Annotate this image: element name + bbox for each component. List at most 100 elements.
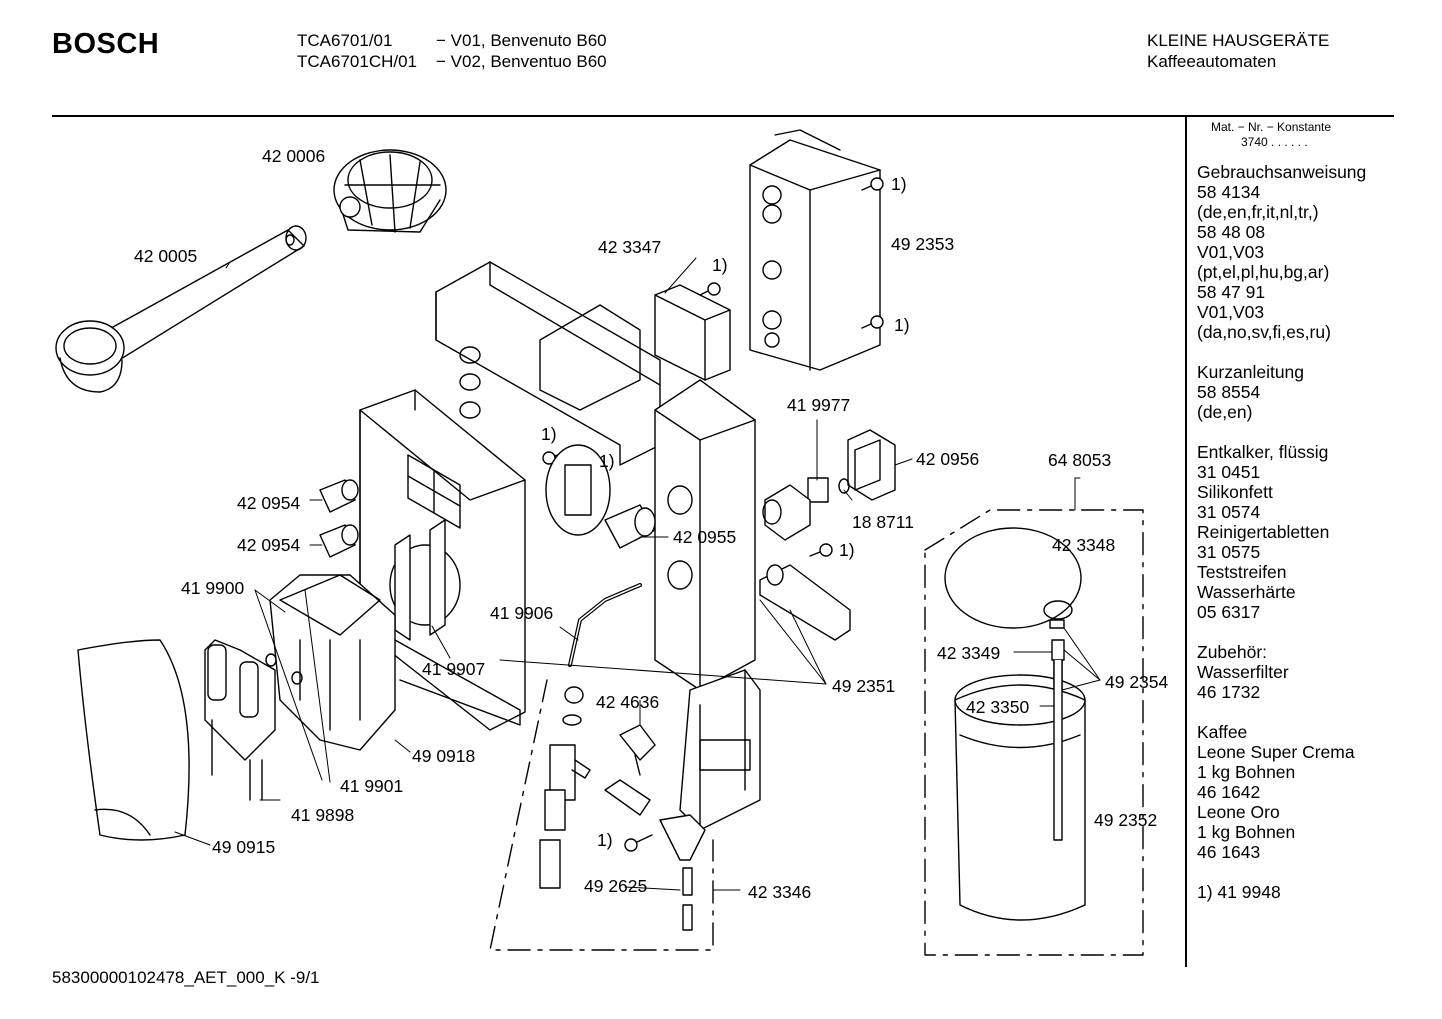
back-tank-housing	[679, 669, 761, 831]
sidebar-line: V01,V03	[1197, 302, 1265, 322]
nozzle-parts	[539, 686, 706, 931]
bean-container	[77, 639, 190, 841]
sidebar-line: (da,no,sv,fi,es,ru)	[1197, 322, 1331, 342]
bracket	[759, 564, 851, 641]
label-648053: 64 8053	[1048, 450, 1111, 470]
label-423347: 42 3347	[598, 237, 661, 257]
label-492352: 49 2352	[1094, 810, 1157, 830]
sidebar-divider	[1185, 115, 1187, 967]
label-490915: 49 0915	[212, 837, 275, 857]
sidebar-line: Leone Oro	[1197, 802, 1280, 822]
switch-assembly	[389, 519, 461, 641]
hose	[568, 583, 642, 667]
label-423346: 42 3346	[748, 882, 811, 902]
label-419977: 41 9977	[787, 395, 850, 415]
label-fn-d: 1)	[541, 424, 557, 444]
label-424636: 42 4636	[596, 692, 659, 712]
sidebar-line: Kaffee	[1197, 722, 1248, 742]
model-code-1: TCA6701/01	[297, 31, 393, 50]
sidebar-line: 1) 41 9948	[1197, 882, 1281, 902]
label-fn-g: 1)	[597, 830, 613, 850]
label-423348: 42 3348	[1052, 535, 1115, 555]
water-tank	[924, 509, 1144, 956]
sidebar-line: (pt,el,pl,hu,bg,ar)	[1197, 262, 1330, 282]
sidebar-line: Entkalker, flüssig	[1197, 442, 1329, 462]
label-fn-b: 1)	[891, 174, 907, 194]
sidebar-line: 31 0575	[1197, 542, 1261, 562]
label-188711: 18 8711	[852, 512, 914, 532]
label-fn-f: 1)	[839, 540, 855, 560]
label-423349: 42 3349	[937, 643, 1000, 663]
mat-nr-value: 3740 . . . . . .	[1241, 135, 1308, 149]
sidebar-line: 58 8554	[1197, 382, 1261, 402]
label-fn-c: 1)	[894, 315, 910, 335]
drip-tray	[269, 574, 521, 751]
brew-unit	[204, 639, 303, 801]
measuring-spoon	[55, 225, 307, 393]
label-fn-e: 1)	[599, 451, 615, 471]
nozzle-enclosure	[489, 679, 714, 951]
rear-housing	[435, 261, 661, 466]
valve-components	[762, 429, 896, 541]
side-housing	[654, 379, 756, 691]
model-variant-1: − V01, Benvenuto B60	[436, 31, 607, 50]
sidebar-line: 31 0451	[1197, 462, 1261, 482]
sidebar-line: 58 4134	[1197, 182, 1261, 202]
sidebar-line: 1 kg Bohnen	[1197, 822, 1296, 842]
sidebar-line: Leone Super Crema	[1197, 742, 1355, 762]
label-492354: 49 2354	[1105, 672, 1169, 692]
mat-nr-label: Mat. − Nr. − Konstante	[1211, 120, 1332, 134]
knobs	[319, 479, 359, 558]
sidebar-line: V01,V03	[1197, 242, 1265, 262]
brand-logo: BOSCH	[52, 28, 160, 60]
screws	[542, 177, 884, 852]
leader-lines	[174, 257, 1101, 891]
sidebar-line: 31 0574	[1197, 502, 1261, 522]
sidebar-line: 46 1642	[1197, 782, 1261, 802]
sidebar-line: Kurzanleitung	[1197, 362, 1305, 382]
model-code-2: TCA6701CH/01	[297, 52, 418, 71]
label-420954-b: 42 0954	[237, 535, 301, 555]
label-490918: 49 0918	[412, 746, 475, 766]
footer-code: 58300000102478_AET_000_K -9/1	[52, 968, 320, 987]
label-419900: 41 9900	[181, 578, 245, 598]
sidebar-line: Silikonfett	[1197, 482, 1273, 502]
funnel-part	[333, 149, 447, 233]
label-420006: 42 0006	[262, 146, 325, 166]
label-492625: 49 2625	[584, 876, 647, 896]
sidebar-line: 58 48 08	[1197, 222, 1266, 242]
sidebar-line: Reinigertabletten	[1197, 522, 1330, 542]
label-fn-a: 1)	[712, 255, 728, 275]
label-492351: 49 2351	[832, 676, 895, 696]
sidebar-line: 46 1643	[1197, 842, 1261, 862]
sidebar-line: 05 6317	[1197, 602, 1261, 622]
part-labels: 42 0006 42 0005 42 3347 1) 1) 49 2353 1)…	[134, 146, 1169, 902]
label-420005: 42 0005	[134, 246, 197, 266]
control-board	[749, 129, 881, 371]
sidebar-line: 46 1732	[1197, 682, 1261, 702]
sidebar-line: (de,en)	[1197, 402, 1253, 422]
sidebar-line: Zubehör:	[1197, 642, 1268, 662]
sidebar-line: Wasserfilter	[1197, 662, 1289, 682]
label-423350: 42 3350	[966, 697, 1030, 717]
model-variant-2: − V02, Benventuo B60	[436, 52, 607, 71]
sidebar-block: 1) 41 9948	[1197, 882, 1432, 902]
label-420956: 42 0956	[916, 449, 979, 469]
sidebar-line: (de,en,fr,it,nl,tr,)	[1197, 202, 1319, 222]
label-419898: 41 9898	[291, 805, 354, 825]
label-492353: 49 2353	[891, 234, 954, 254]
label-419906: 41 9906	[490, 603, 553, 623]
sidebar-line: 1 kg Bohnen	[1197, 762, 1296, 782]
label-419907: 41 9907	[422, 659, 485, 679]
header-rule	[52, 115, 1394, 117]
category: KLEINE HAUSGERÄTE	[1147, 31, 1330, 50]
relay-block	[654, 284, 731, 381]
sidebar-line: 58 47 91	[1197, 282, 1266, 302]
